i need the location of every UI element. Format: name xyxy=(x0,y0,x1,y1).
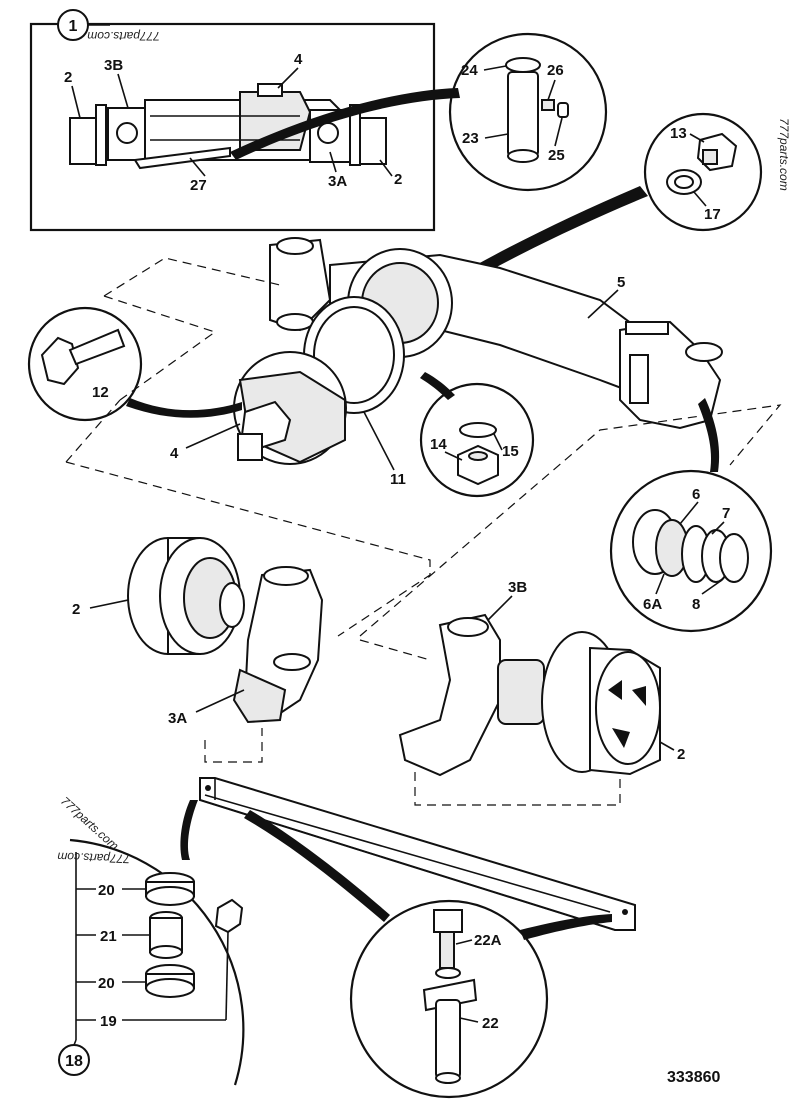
swivel-3A xyxy=(232,566,324,724)
label-11: 11 xyxy=(390,471,406,488)
bushing-detail: 20 21 20 19 18 xyxy=(58,838,245,1086)
label-4: 4 xyxy=(170,445,179,462)
callout-18: 18 xyxy=(65,1053,83,1070)
label-3A-inset: 3A xyxy=(328,173,347,190)
label-22A: 22A xyxy=(474,932,502,949)
label-6: 6 xyxy=(692,486,700,503)
axle-assembly-sketch xyxy=(69,83,387,170)
label-2-hub-right: 2 xyxy=(677,746,685,763)
label-21: 21 xyxy=(100,928,117,945)
label-3B-inset: 3B xyxy=(104,57,123,74)
grease-nipple xyxy=(214,898,244,934)
drain-plug-detail: 13 17 777parts.com xyxy=(643,112,791,232)
drawing-number: 333860 xyxy=(667,1069,720,1086)
assembly-inset: 1 777parts.com 2 3B 4 27 3A xyxy=(29,9,436,232)
label-27-inset: 27 xyxy=(190,177,207,194)
label-19: 19 xyxy=(100,1013,117,1030)
pivot-pin-22 xyxy=(435,999,461,1079)
pivot-pin-detail: 22A 22 xyxy=(349,899,549,1099)
label-13: 13 xyxy=(670,125,687,142)
hub-2-right xyxy=(541,631,661,776)
label-2-inset-right: 2 xyxy=(394,171,402,188)
label-25: 25 xyxy=(548,147,565,164)
label-2-hub-left: 2 xyxy=(72,601,80,618)
bearing-detail: 6 7 6A 8 xyxy=(609,469,773,633)
hub-2-left xyxy=(127,537,245,655)
label-8: 8 xyxy=(692,596,700,613)
watermark-3: 777parts.com xyxy=(58,794,121,853)
leader-band-bushing xyxy=(180,800,198,860)
label-14: 14 xyxy=(430,436,447,453)
label-7: 7 xyxy=(722,505,730,522)
label-24: 24 xyxy=(461,62,478,79)
dashed-guides xyxy=(65,257,782,806)
leader-band-nut xyxy=(420,372,455,400)
nut-washer-detail: 14 15 xyxy=(419,382,535,498)
bolt-12-detail: 12 xyxy=(27,306,143,422)
watermark-4: 777parts.com xyxy=(57,849,130,866)
label-20-top: 20 xyxy=(98,882,115,899)
label-23: 23 xyxy=(462,130,479,147)
watermark-2: 777parts.com xyxy=(777,118,791,191)
swivel-3B xyxy=(398,613,545,777)
label-20-bottom: 20 xyxy=(98,975,115,992)
pin-detail: 24 26 23 25 xyxy=(448,32,608,192)
label-17: 17 xyxy=(704,206,721,223)
watermark-1: 777parts.com xyxy=(87,29,160,43)
label-26: 26 xyxy=(547,62,564,79)
label-3B: 3B xyxy=(508,579,527,596)
callout-1: 1 xyxy=(69,18,78,35)
label-2-inset-left: 2 xyxy=(64,69,72,86)
axle-beam xyxy=(199,777,636,931)
leader-band-pivot-right xyxy=(520,914,612,940)
label-15: 15 xyxy=(502,443,519,460)
label-6A: 6A xyxy=(643,596,662,613)
label-3A: 3A xyxy=(168,710,187,727)
label-5: 5 xyxy=(617,274,625,291)
leader-band-pin xyxy=(230,88,460,160)
label-22: 22 xyxy=(482,1015,499,1032)
label-12: 12 xyxy=(92,384,109,401)
pin-23 xyxy=(507,71,539,157)
leader-band-bolt xyxy=(126,398,242,418)
label-4-inset: 4 xyxy=(294,51,303,68)
differential-4 xyxy=(233,351,347,465)
leader-band-bearing xyxy=(698,398,720,472)
leader-band-pivot xyxy=(244,810,390,922)
